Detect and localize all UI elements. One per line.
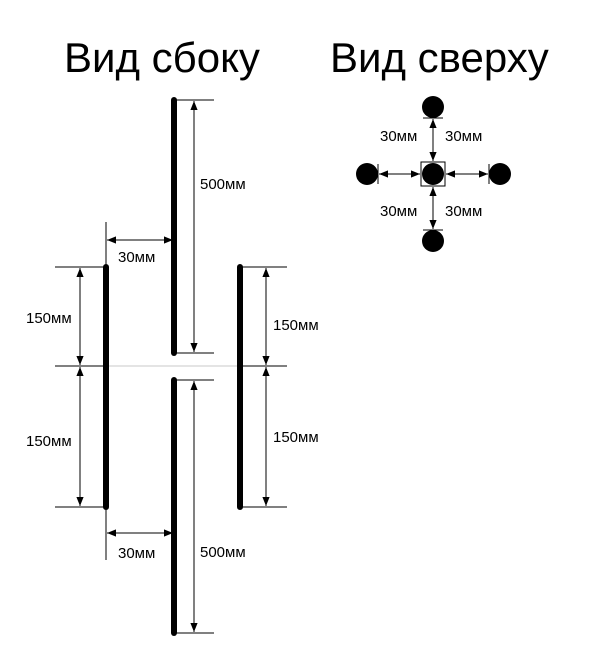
left-rod — [356, 163, 378, 185]
bottom-rod — [422, 230, 444, 252]
center-rod — [422, 163, 444, 185]
label-30-lower-right: 30мм — [445, 203, 482, 220]
top-view: 30мм 30мм 30мм 30мм — [356, 96, 511, 252]
label-500-bottom: 500мм — [200, 544, 246, 561]
label-30-top: 30мм — [118, 249, 155, 266]
label-150-right-top: 150мм — [273, 317, 319, 334]
dimension-500-top: 500мм — [174, 99, 246, 354]
label-30-bottom: 30мм — [118, 545, 155, 562]
dimension-150-right: 150мм 150мм — [240, 266, 319, 508]
label-500-top: 500мм — [200, 176, 246, 193]
right-rod — [489, 163, 511, 185]
dimension-500-bottom: 500мм — [174, 379, 246, 634]
dimension-30-top: 30мм — [105, 222, 173, 267]
label-150-left-top: 150мм — [26, 310, 72, 327]
dimension-150-left: 150мм 150мм — [26, 266, 106, 508]
center-square — [420, 161, 446, 187]
top-view-title: Вид сверху — [330, 34, 549, 81]
side-view: 500мм 500мм 30мм 30мм 150мм — [26, 97, 319, 636]
label-30-upper-left: 30мм — [380, 128, 417, 145]
top-rod — [422, 96, 444, 118]
label-30-lower-left: 30мм — [380, 203, 417, 220]
label-30-upper-right: 30мм — [445, 128, 482, 145]
side-view-title: Вид сбоку — [64, 34, 260, 81]
label-150-right-bottom: 150мм — [273, 429, 319, 446]
label-150-left-bottom: 150мм — [26, 433, 72, 450]
dimension-30-bottom: 30мм — [105, 507, 173, 562]
